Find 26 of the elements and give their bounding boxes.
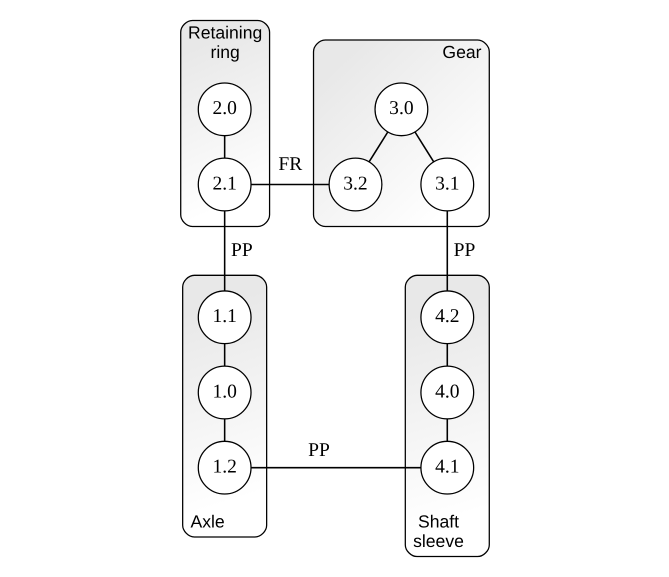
connector <box>223 211 225 291</box>
node-circle: 4.1 <box>420 440 474 495</box>
edge-label: FR <box>278 154 302 175</box>
edge-label: PP <box>230 240 252 261</box>
node-circle: 4.0 <box>420 366 474 420</box>
node-circle: 4.2 <box>420 290 474 344</box>
node-circle: 1.0 <box>197 366 252 420</box>
connector <box>250 184 329 186</box>
node-circle: 1.1 <box>197 290 252 344</box>
node-circle: 1.2 <box>197 440 252 495</box>
node-circle: 3.2 <box>328 158 382 212</box>
connector <box>446 211 448 291</box>
node-circle: 3.0 <box>374 82 428 136</box>
connector <box>223 136 225 158</box>
connector <box>250 466 420 468</box>
node-circle: 3.1 <box>420 158 474 212</box>
edge-label: PP <box>453 240 475 261</box>
node-circle: 2.0 <box>197 82 252 136</box>
connector <box>446 344 448 366</box>
connector <box>223 419 225 442</box>
node-circle: 2.1 <box>197 158 252 212</box>
connector <box>414 132 434 162</box>
connector <box>368 132 388 162</box>
edge-label: PP <box>308 440 330 461</box>
connector <box>223 344 225 366</box>
connector <box>446 419 448 442</box>
